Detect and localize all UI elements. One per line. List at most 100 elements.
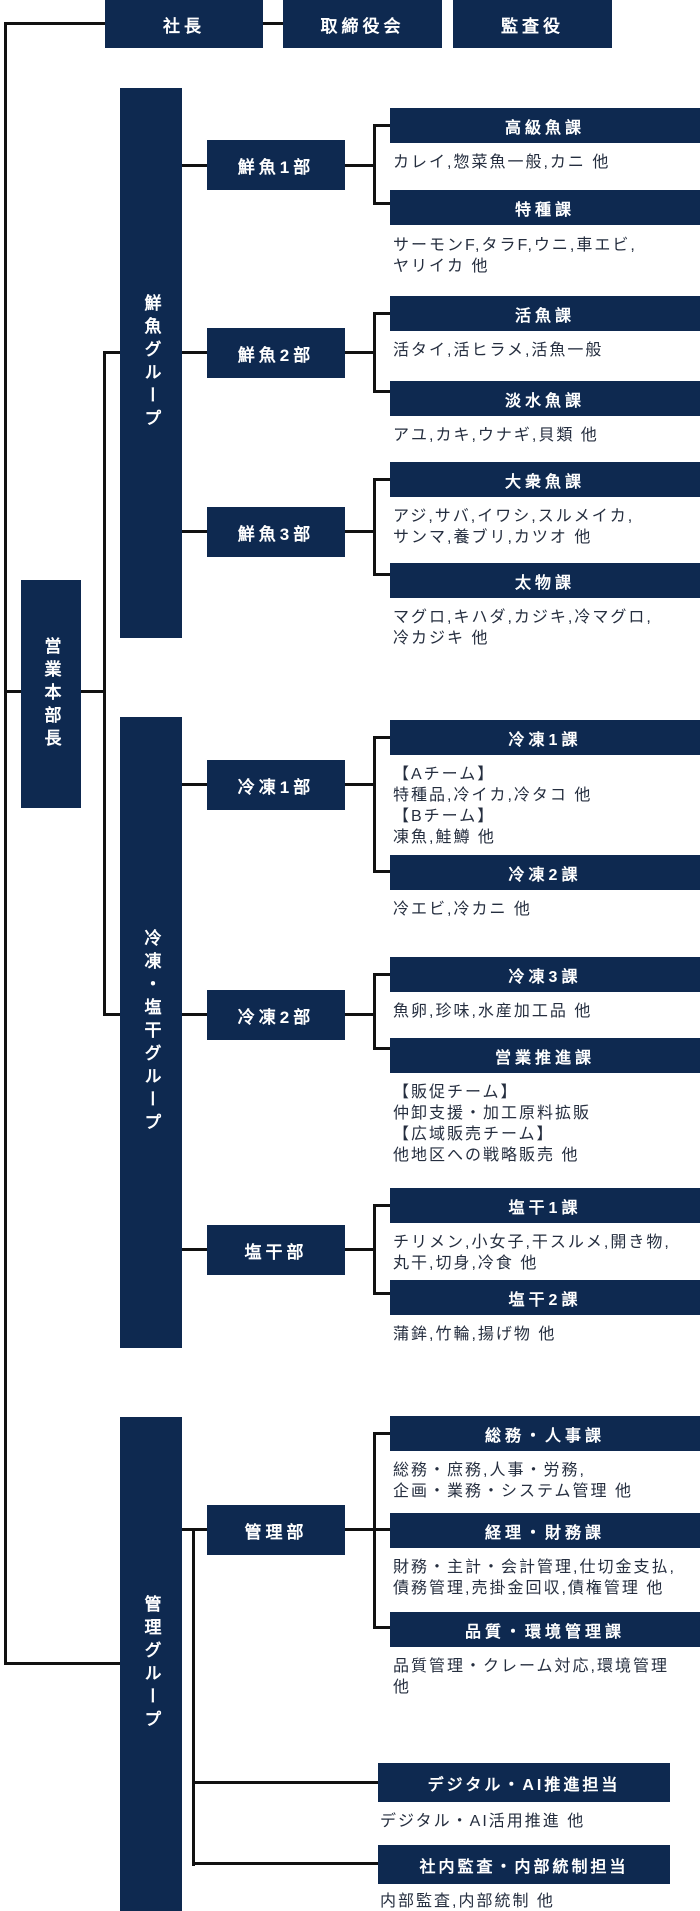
- branch-frozen2-s2: [373, 1047, 390, 1050]
- section-name: 営業推進課: [494, 1049, 595, 1067]
- bar-staff-digital-ai: デジタル・AI推進担当: [378, 1763, 670, 1802]
- stub-fresh1: [345, 164, 376, 167]
- box-board: 取締役会: [283, 0, 442, 48]
- section-desc: アユ,カキ,ウナギ,貝類 他: [393, 427, 599, 444]
- bar-section-eigyosuishin: 営業推進課: [390, 1038, 700, 1073]
- connector-president-board: [263, 22, 283, 25]
- stub-fresh3: [345, 530, 376, 533]
- bar-section-reitou1: 冷凍1課: [390, 720, 700, 755]
- connector-dept-frozen2: [182, 1013, 207, 1016]
- auditor-label: 監査役: [501, 16, 564, 36]
- staff-unit-desc: デジタル・AI活用推進 他: [380, 1813, 586, 1830]
- box-dept-fresh3: 鮮魚3部: [207, 507, 345, 557]
- bar-section-futomono: 太物課: [390, 563, 700, 598]
- box-auditor: 監査役: [453, 0, 612, 48]
- connector-sales-head-right: [81, 690, 103, 693]
- branch-admin-s2: [373, 1528, 390, 1531]
- bar-section-hinshitsu-kankyo: 品質・環境管理課: [390, 1612, 700, 1647]
- section-desc: 活タイ,活ヒラメ,活魚一般: [393, 342, 604, 359]
- stub-admin: [345, 1528, 376, 1531]
- connector-dept-fresh2: [182, 351, 207, 354]
- box-group-admin: 管理グループ: [120, 1417, 182, 1911]
- section-name: 大衆魚課: [504, 473, 585, 491]
- dept-frozen2-label: 冷凍2部: [237, 1007, 315, 1027]
- dept-fresh3-label: 鮮魚3部: [237, 524, 315, 544]
- bar-section-tansuigyo: 淡水魚課: [390, 381, 700, 416]
- section-desc: 【販促チーム】 仲卸支援・加工原料拡販 【広域販売チーム】 他地区への戦略販売 …: [393, 1084, 592, 1164]
- section-name: 高級魚課: [504, 119, 585, 137]
- branch-frozen1: [373, 736, 376, 873]
- dept-frozen1-label: 冷凍1部: [237, 777, 315, 797]
- stub-fresh2: [345, 351, 376, 354]
- section-desc: マグロ,キハダ,カジキ,冷マグロ, 冷カジキ 他: [393, 609, 653, 647]
- bar-section-soumu-jinji: 総務・人事課: [390, 1416, 700, 1451]
- branch-salted-s1: [373, 1204, 390, 1207]
- group-frozen-salted-label: 冷凍・塩干グループ: [141, 929, 161, 1136]
- section-desc: 蒲鉾,竹輪,揚げ物 他: [393, 1326, 557, 1343]
- bar-section-enkan2: 塩干2課: [390, 1280, 700, 1315]
- connector-to-admin-group: [4, 1662, 120, 1665]
- section-desc: カレイ,惣菜魚一般,カニ 他: [393, 154, 611, 171]
- branch-frozen2-s1: [373, 973, 390, 976]
- box-group-fresh: 鮮魚グループ: [120, 88, 182, 638]
- section-name: 淡水魚課: [504, 392, 585, 410]
- bar-section-katsugyo: 活魚課: [390, 296, 700, 331]
- connector-fresh-group: [103, 351, 120, 354]
- box-dept-fresh1: 鮮魚1部: [207, 140, 345, 190]
- connector-president-left: [4, 22, 105, 25]
- box-dept-frozen1: 冷凍1部: [207, 760, 345, 810]
- section-name: 総務・人事課: [484, 1427, 605, 1445]
- dept-fresh1-label: 鮮魚1部: [237, 157, 315, 177]
- branch-fresh2-s2: [373, 390, 390, 393]
- section-name: 塩干2課: [508, 1291, 582, 1309]
- bar-section-enkan1: 塩干1課: [390, 1188, 700, 1223]
- section-desc: 品質管理・クレーム対応,環境管理 他: [393, 1658, 669, 1696]
- branch-fresh1: [373, 124, 376, 205]
- box-sales-head: 営業本部長: [21, 580, 81, 808]
- connector-dept-salted: [182, 1248, 207, 1251]
- connector-frozen-group: [103, 1013, 120, 1016]
- section-desc: チリメン,小女子,干スルメ,開き物, 丸干,切身,冷食 他: [393, 1234, 671, 1272]
- bar-section-tokushu: 特種課: [390, 190, 700, 225]
- section-name: 冷凍3課: [508, 968, 582, 986]
- section-desc: 冷エビ,冷カニ 他: [393, 901, 532, 918]
- section-desc: アジ,サバ,イワシ,スルメイカ, サンマ,養ブリ,カツオ 他: [393, 508, 635, 546]
- section-desc: 総務・庶務,人事・労務, 企画・業務・システム管理 他: [393, 1462, 633, 1500]
- bar-section-reitou2: 冷凍2課: [390, 855, 700, 890]
- group-admin-label: 管理グループ: [141, 1595, 161, 1733]
- president-label: 社長: [163, 16, 205, 36]
- connector-to-sales-head: [4, 690, 21, 693]
- connector-dept-fresh1: [182, 164, 207, 167]
- branch-admin-s3: [373, 1626, 390, 1629]
- section-name: 塩干1課: [508, 1199, 582, 1217]
- branch-fresh2: [373, 312, 376, 393]
- stub-frozen1: [345, 783, 376, 786]
- section-name: 品質・環境管理課: [464, 1623, 625, 1641]
- box-group-frozen-salted: 冷凍・塩干グループ: [120, 717, 182, 1348]
- group-fresh-label: 鮮魚グループ: [141, 294, 161, 432]
- bar-section-keiri-zaimu: 経理・財務課: [390, 1513, 700, 1548]
- sales-head-label: 営業本部長: [41, 636, 61, 752]
- section-name: 冷凍2課: [508, 866, 582, 884]
- bar-section-taishugyo: 大衆魚課: [390, 462, 700, 497]
- section-name: 特種課: [514, 201, 575, 219]
- connector-dept-frozen1: [182, 783, 207, 786]
- connector-dept-fresh3: [182, 530, 207, 533]
- branch-staff: [192, 1528, 195, 1866]
- section-name: 経理・財務課: [484, 1524, 605, 1542]
- bar-staff-internal-audit: 社内監査・内部統制担当: [378, 1845, 670, 1884]
- branch-staff-s1: [192, 1781, 378, 1784]
- section-name: 冷凍1課: [508, 731, 582, 749]
- dept-admin-label: 管理部: [244, 1522, 308, 1542]
- branch-staff-s2: [192, 1862, 378, 1865]
- branch-salted: [373, 1204, 376, 1295]
- trunk-groups: [103, 351, 106, 1016]
- trunk-far-left: [4, 22, 7, 1665]
- branch-fresh3: [373, 478, 376, 576]
- box-dept-frozen2: 冷凍2部: [207, 990, 345, 1040]
- box-dept-salted: 塩干部: [207, 1225, 345, 1275]
- branch-fresh2-s1: [373, 312, 390, 315]
- branch-fresh1-s1: [373, 124, 390, 127]
- box-dept-fresh2: 鮮魚2部: [207, 328, 345, 378]
